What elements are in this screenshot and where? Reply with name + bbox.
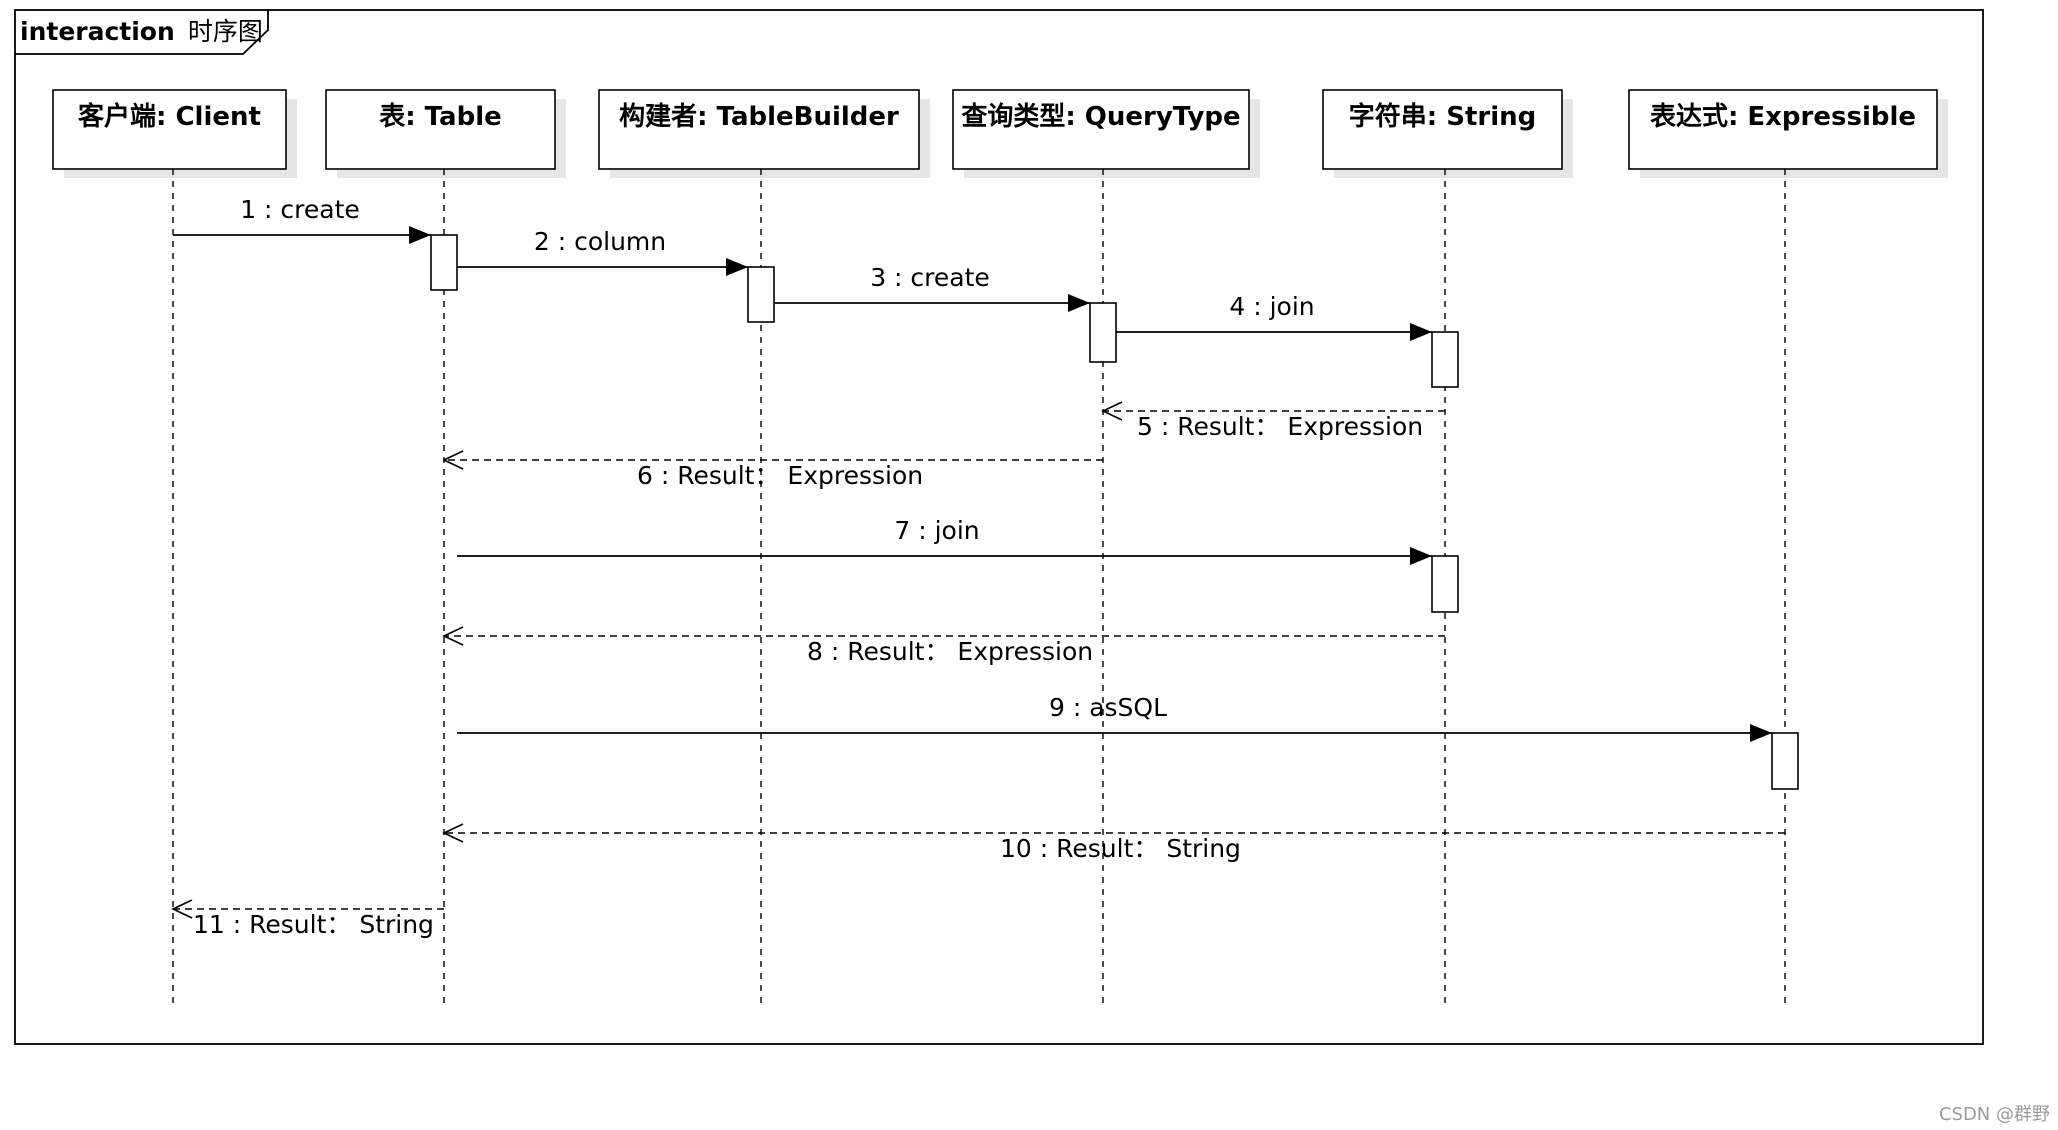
message-11: 11 : Result： String <box>171 899 444 939</box>
message-6: 6 : Result： Expression <box>442 450 1103 490</box>
activation-bar <box>1431 555 1459 613</box>
lifeline-label: 构建者: TableBuilder <box>619 102 899 132</box>
message-7: 7 : join <box>457 516 1432 565</box>
message-label: 5 : Result： Expression <box>1137 412 1423 441</box>
message-label: 9 : asSQL <box>1049 693 1167 722</box>
return-arrowhead <box>442 626 464 646</box>
lifeline-head <box>1322 89 1563 170</box>
frame-title: interaction 时序图 <box>20 17 263 46</box>
message-label: 10 : Result： String <box>1000 834 1241 863</box>
lifeline-head <box>52 89 287 170</box>
lifeline-string: 字符串: String <box>1322 89 1573 1008</box>
activation-bar <box>430 234 458 291</box>
lifeline-head <box>598 89 920 170</box>
lifeline-label: 表达式: Expressible <box>1650 102 1916 132</box>
frame-name: 时序图 <box>188 17 263 46</box>
frame-keyword: interaction <box>20 17 175 46</box>
lifeline-label: 表: Table <box>379 102 502 132</box>
lifeline-table: 表: Table <box>325 89 566 1008</box>
message-label: 7 : join <box>894 516 979 545</box>
message-label: 2 : column <box>534 227 666 256</box>
lifeline-label: 查询类型: QueryType <box>961 102 1240 132</box>
lifeline-head <box>1628 89 1938 170</box>
return-arrowhead <box>442 450 464 470</box>
message-label: 8 : Result： Expression <box>807 637 1093 666</box>
lifelines: 客户端: Client 表: Table 构建者: TableBuilder 查询类型… <box>52 89 1948 1008</box>
activations <box>430 234 1799 790</box>
message-9: 9 : asSQL <box>457 693 1772 742</box>
return-arrowhead <box>171 899 193 919</box>
lifeline-expressible: 表达式: Expressible <box>1628 89 1948 1008</box>
messages: 1 : create 2 : column 3 : create 4 : join 5 … <box>171 195 1785 939</box>
message-4: 4 : join <box>1116 292 1432 341</box>
lifeline-label: 客户端: Client <box>78 101 261 132</box>
message-1: 1 : create <box>173 195 431 244</box>
lifeline-head <box>325 89 556 170</box>
activation-bar <box>1771 732 1799 790</box>
return-arrowhead <box>1101 401 1123 421</box>
activation-bar <box>1431 331 1459 388</box>
message-2: 2 : column <box>457 227 748 276</box>
message-label: 6 : Result： Expression <box>637 461 923 490</box>
message-5: 5 : Result： Expression <box>1101 401 1445 441</box>
watermark: CSDN @群野 <box>1938 1104 2050 1125</box>
message-10: 10 : Result： String <box>442 823 1785 863</box>
lifeline-head <box>952 89 1250 170</box>
activation-bar <box>1089 302 1117 363</box>
message-3: 3 : create <box>774 263 1090 312</box>
lifeline-querytype: 查询类型: QueryType <box>952 89 1260 1008</box>
return-arrowhead <box>442 823 464 843</box>
message-label: 3 : create <box>870 263 990 292</box>
lifeline-label: 字符串: String <box>1349 101 1536 132</box>
interaction-frame: interaction 时序图 <box>14 9 1984 1045</box>
message-label: 11 : Result： String <box>193 910 434 939</box>
message-label: 4 : join <box>1229 292 1314 321</box>
message-8: 8 : Result： Expression <box>442 626 1445 666</box>
lifeline-builder: 构建者: TableBuilder <box>598 89 930 1008</box>
lifeline-client: 客户端: Client <box>52 89 297 1008</box>
message-label: 1 : create <box>240 195 360 224</box>
activation-bar <box>747 266 775 323</box>
